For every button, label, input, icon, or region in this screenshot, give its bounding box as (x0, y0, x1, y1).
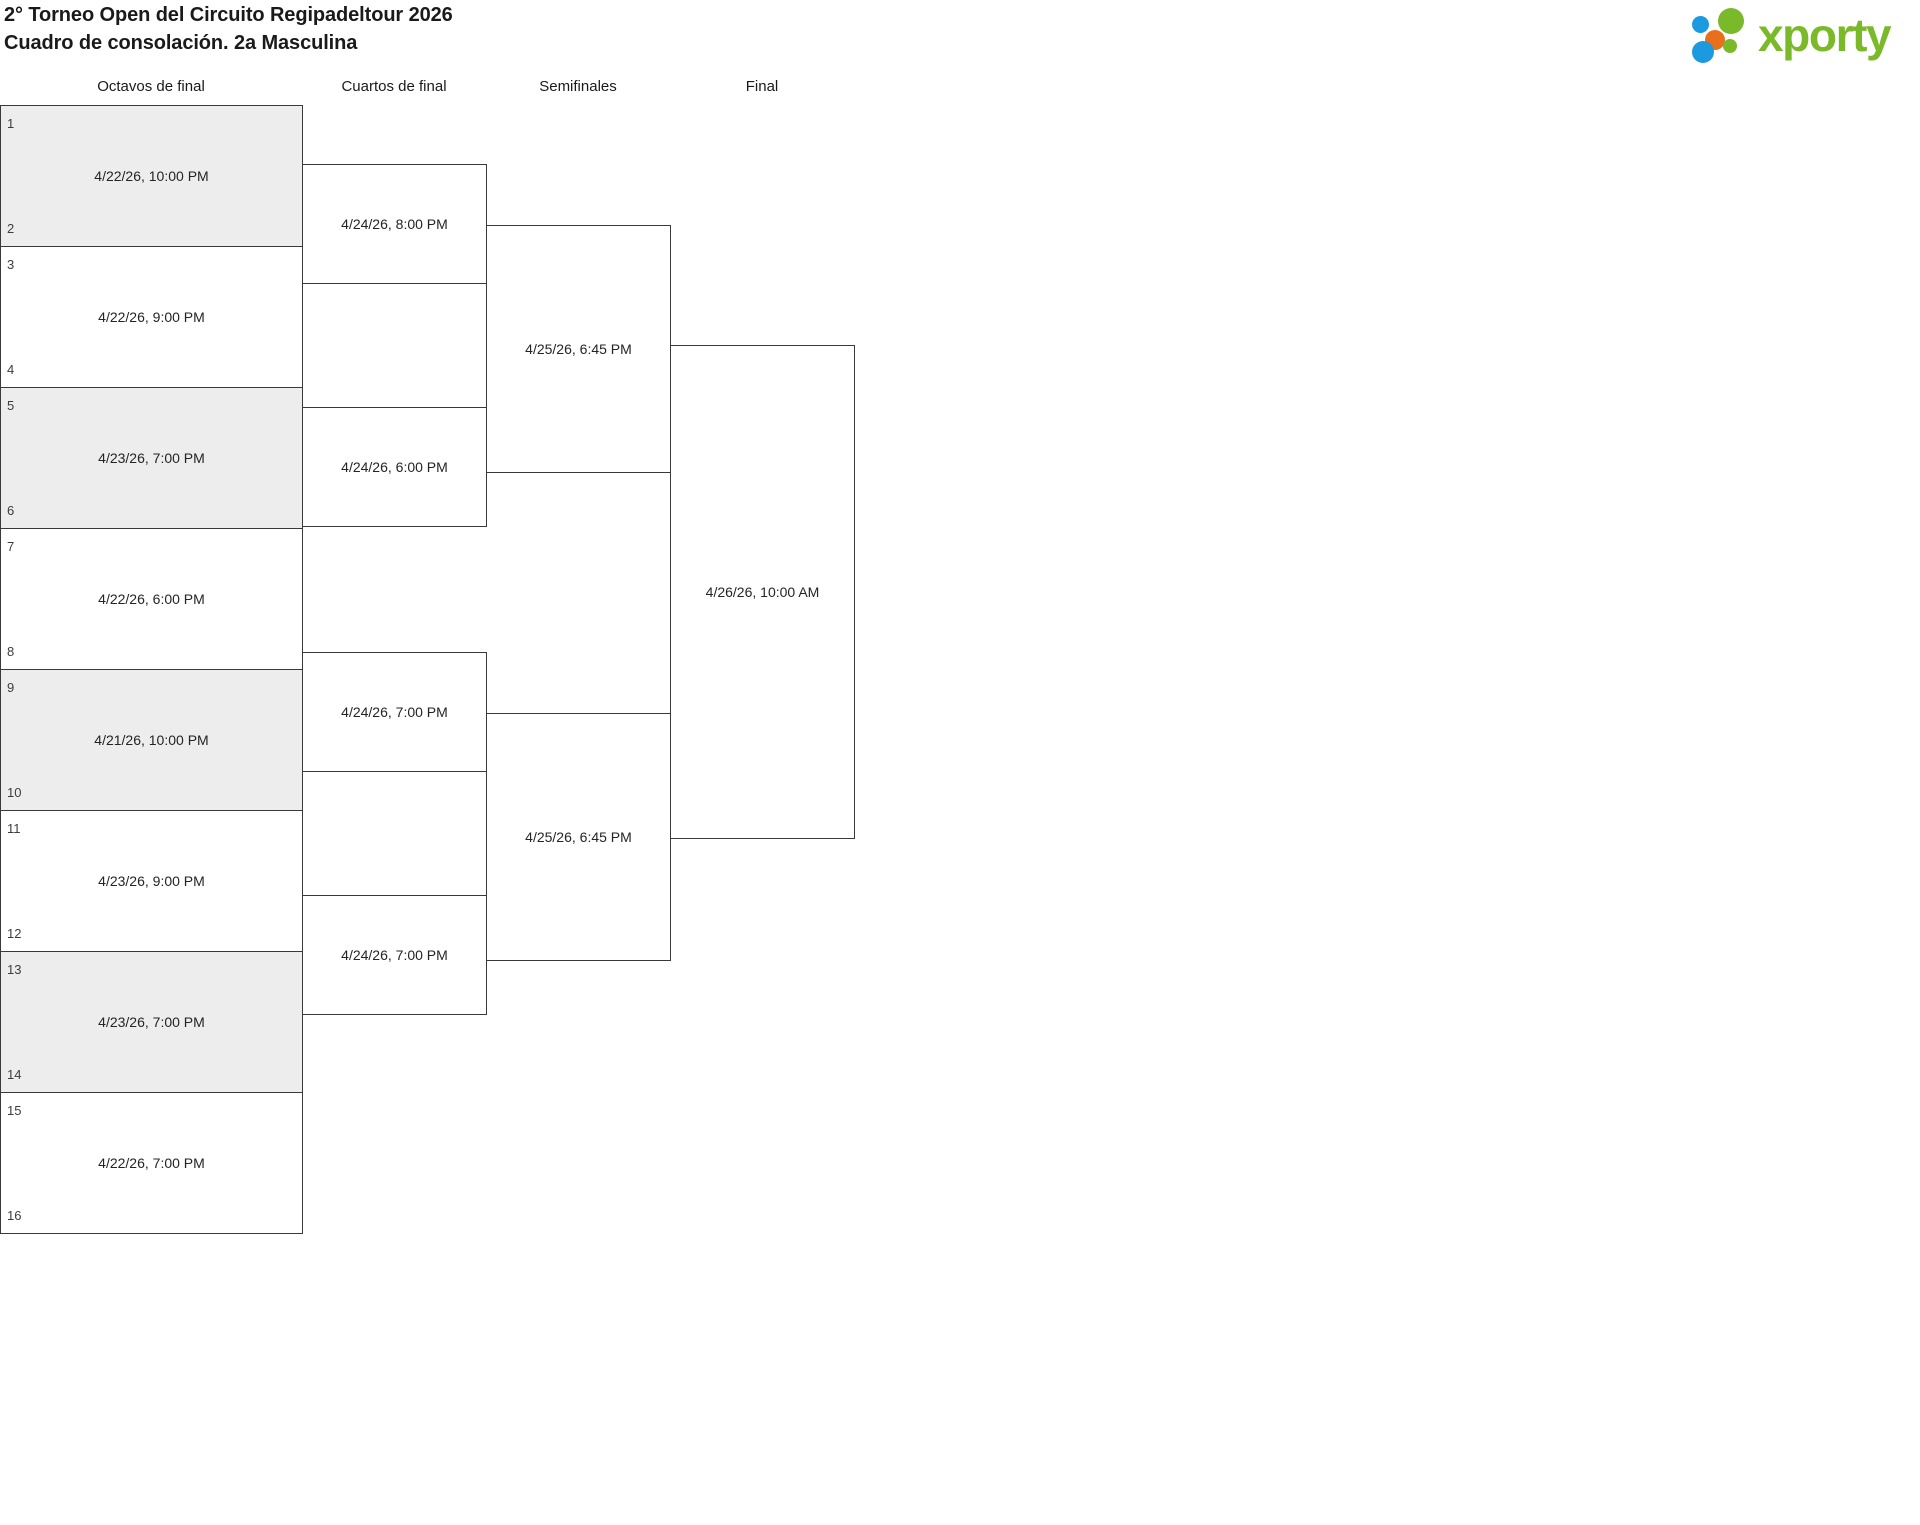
seed-label-top: 7 (7, 539, 15, 554)
title-line-2: Cuadro de consolación. 2a Masculina (4, 31, 358, 54)
match-cuartos-3[interactable]: 4/24/26, 7:00 PM (302, 652, 487, 772)
match-time: 4/23/26, 7:00 PM (98, 450, 205, 466)
round-header-cuartos: Cuartos de final (341, 78, 447, 95)
match-octavos-6[interactable]: 11 4/23/26, 9:00 PM 12 (0, 810, 303, 952)
match-octavos-8[interactable]: 15 4/22/26, 7:00 PM 16 (0, 1092, 303, 1234)
match-semifinal-1[interactable]: 4/25/26, 6:45 PM (486, 225, 671, 473)
match-octavos-7[interactable]: 13 4/23/26, 7:00 PM 14 (0, 951, 303, 1093)
match-time: 4/23/26, 7:00 PM (98, 1014, 205, 1030)
seed-label-bottom: 14 (7, 1067, 22, 1082)
match-time: 4/24/26, 8:00 PM (341, 216, 448, 232)
seed-label-bottom: 12 (7, 926, 22, 941)
logo-dot-green-large (1718, 8, 1744, 34)
round-header-octavos: Octavos de final (97, 78, 205, 95)
round-header-semifinales: Semifinales (539, 78, 617, 95)
seed-label-top: 15 (7, 1103, 22, 1118)
seed-label-top: 3 (7, 257, 15, 272)
match-time: 4/22/26, 10:00 PM (94, 168, 209, 184)
match-time: 4/26/26, 10:00 AM (705, 584, 820, 600)
match-time: 4/25/26, 6:45 PM (525, 829, 632, 845)
logo-dot-blue-large (1692, 41, 1714, 63)
match-semifinal-2[interactable]: 4/25/26, 6:45 PM (486, 713, 671, 961)
tournament-title: 2° Torneo Open del Circuito Regipadeltou… (4, 2, 453, 57)
logo-dot-blue-small (1692, 16, 1709, 33)
seed-label-bottom: 4 (7, 362, 15, 377)
seed-label-top: 11 (7, 821, 21, 836)
match-octavos-4[interactable]: 7 4/22/26, 6:00 PM 8 (0, 528, 303, 670)
match-final[interactable]: 4/26/26, 10:00 AM (670, 345, 855, 839)
match-time: 4/22/26, 9:00 PM (98, 309, 205, 325)
match-octavos-3[interactable]: 5 4/23/26, 7:00 PM 6 (0, 387, 303, 529)
logo-wordmark: xporty (1758, 9, 1892, 61)
seed-label-top: 5 (7, 398, 15, 413)
seed-label-bottom: 16 (7, 1208, 22, 1223)
match-time: 4/24/26, 7:00 PM (341, 947, 448, 963)
logo-dot-green-small (1723, 39, 1737, 53)
seed-label-top: 9 (7, 680, 15, 695)
match-time: 4/25/26, 6:45 PM (525, 341, 632, 357)
match-octavos-5[interactable]: 9 4/21/26, 10:00 PM 10 (0, 669, 303, 811)
seed-label-bottom: 2 (7, 221, 15, 236)
match-time: 4/22/26, 6:00 PM (98, 591, 205, 607)
match-time: 4/22/26, 7:00 PM (98, 1155, 205, 1171)
match-time: 4/24/26, 6:00 PM (341, 459, 448, 475)
match-time: 4/21/26, 10:00 PM (94, 732, 209, 748)
match-cuartos-1[interactable]: 4/24/26, 8:00 PM (302, 164, 487, 284)
match-octavos-1[interactable]: 1 4/22/26, 10:00 PM 2 (0, 105, 303, 247)
match-time: 4/24/26, 7:00 PM (341, 704, 448, 720)
match-cuartos-2[interactable]: 4/24/26, 6:00 PM (302, 407, 487, 527)
logo-dots-icon (1692, 8, 1760, 64)
xporty-logo[interactable]: xporty (1692, 6, 1914, 64)
seed-label-top: 13 (7, 962, 22, 977)
seed-label-top: 1 (7, 116, 15, 131)
title-line-1: 2° Torneo Open del Circuito Regipadeltou… (4, 4, 453, 26)
match-cuartos-4[interactable]: 4/24/26, 7:00 PM (302, 895, 487, 1015)
match-time: 4/23/26, 9:00 PM (98, 873, 205, 889)
match-octavos-2[interactable]: 3 4/22/26, 9:00 PM 4 (0, 246, 303, 388)
seed-label-bottom: 6 (7, 503, 15, 518)
seed-label-bottom: 8 (7, 644, 15, 659)
round-header-final: Final (745, 78, 779, 95)
seed-label-bottom: 10 (7, 785, 22, 800)
